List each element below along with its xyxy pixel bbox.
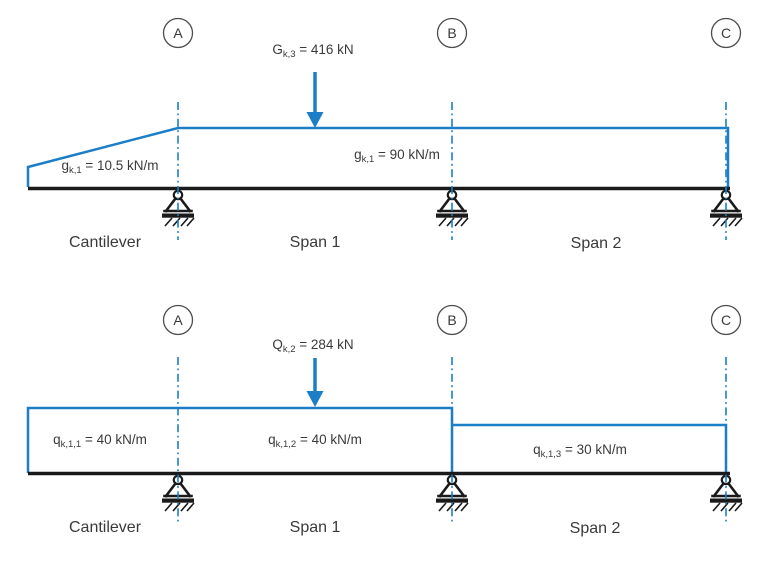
span1-load-label-bottom: qk,1,2 = 40 kN/m xyxy=(268,432,362,450)
point-load-label-top: Gk,3 = 416 kN xyxy=(272,42,353,60)
node-circle-b-top xyxy=(436,17,468,49)
node-marker-a-bottom: A xyxy=(162,304,194,336)
span-label-span1-bottom: Span 1 xyxy=(290,519,341,536)
diagram-permanent-loads: A B C Gk,3 = 416 kN gk,1 = 10.5 kN/m gk,… xyxy=(26,17,744,252)
span-load-label-top: gk,1 = 90 kN/m xyxy=(354,147,440,165)
cantilever-load-label-top: gk,1 = 10.5 kN/m xyxy=(61,158,158,176)
point-load-arrow-top xyxy=(306,72,324,128)
node-circle-a-bottom xyxy=(162,304,194,336)
node-marker-c-bottom: C xyxy=(710,304,742,336)
span-label-span2-top: Span 2 xyxy=(571,235,622,252)
span-label-span1-top: Span 1 xyxy=(290,234,341,251)
node-circle-c-top xyxy=(710,17,742,49)
distributed-load-outline-left-bottom xyxy=(26,406,454,473)
span-label-span2-bottom: Span 2 xyxy=(570,520,621,537)
distributed-load-outline-top xyxy=(26,126,730,187)
node-circle-a-top xyxy=(162,17,194,49)
node-marker-a-top: A xyxy=(162,17,194,49)
node-marker-b-bottom: B xyxy=(436,304,468,336)
span2-load-label-bottom: qk,1,3 = 30 kN/m xyxy=(533,442,627,460)
node-label-a-top: A xyxy=(173,25,183,41)
node-marker-b-top: B xyxy=(436,17,468,49)
node-label-b-top: B xyxy=(447,25,456,41)
cantilever-load-label-bottom: qk,1,1 = 40 kN/m xyxy=(53,432,147,450)
node-label-c-bottom: C xyxy=(721,312,731,328)
node-label-c-top: C xyxy=(721,25,731,41)
node-circle-b-bottom xyxy=(436,304,468,336)
node-circle-c-bottom xyxy=(710,304,742,336)
diagram-variable-loads: A B C Qk,2 = 284 kN qk,1,1 = 40 kN/m qk,… xyxy=(26,304,744,537)
node-label-b-bottom: B xyxy=(447,312,456,328)
node-label-a-bottom: A xyxy=(173,312,183,328)
point-load-label-bottom: Qk,2 = 284 kN xyxy=(272,337,353,355)
span-label-cantilever-bottom: Cantilever xyxy=(69,519,142,536)
point-load-arrow-bottom xyxy=(306,358,324,407)
node-marker-c-top: C xyxy=(710,17,742,49)
span-label-cantilever-top: Cantilever xyxy=(69,234,142,251)
